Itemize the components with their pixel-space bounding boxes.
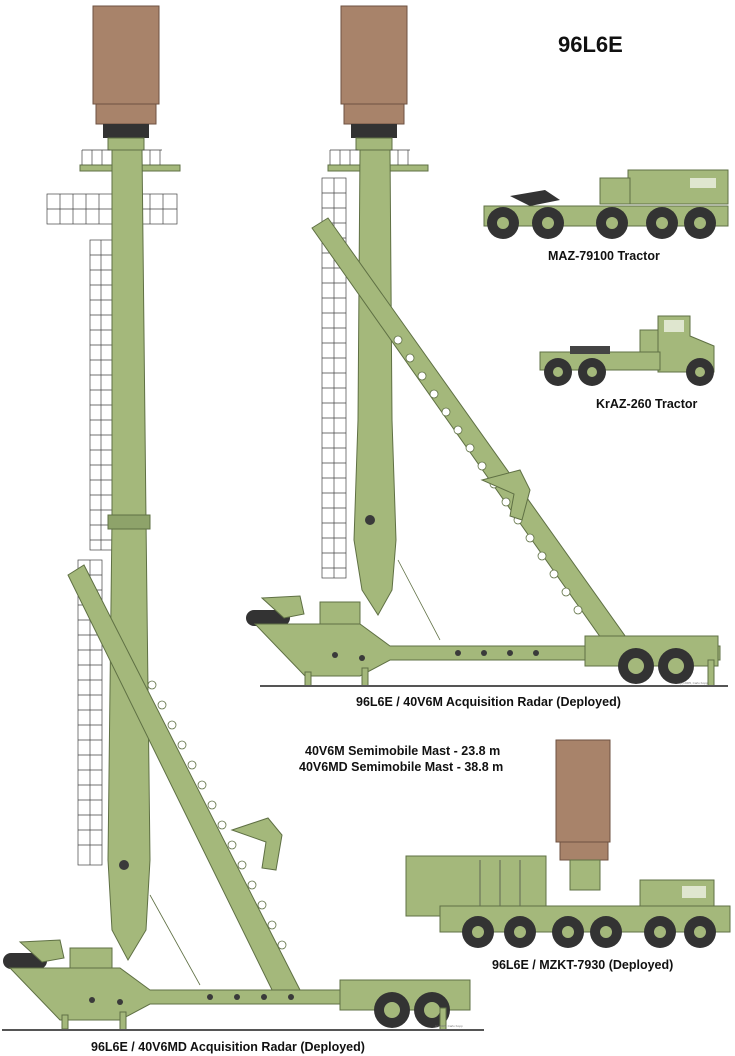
credit-note-2: (c) 2005, Carlo Kopp [680, 681, 708, 685]
caption-maz-79100: MAZ-79100 Tractor [548, 249, 660, 263]
caption-40v6md-mast: 40V6MD Semimobile Mast - 38.8 m [299, 760, 504, 774]
mzkt-7930-drawing [405, 739, 731, 948]
caption-kraz-260: KrAZ-260 Tractor [596, 397, 698, 411]
radar-40v6md-drawing [2, 5, 484, 1031]
caption-40v6m-radar: 96L6E / 40V6M Acquisition Radar (Deploye… [356, 695, 621, 709]
page-title: 96L6E [558, 32, 623, 57]
maz-79100-tractor-drawing [483, 169, 729, 239]
caption-40v6md-radar: 96L6E / 40V6MD Acquisition Radar (Deploy… [91, 1040, 365, 1054]
credit-note: (c) 2005, Carlo Kopp [435, 1024, 463, 1028]
caption-40v6m-mast: 40V6M Semimobile Mast - 23.8 m [305, 744, 501, 758]
kraz-260-tractor-drawing [539, 315, 715, 386]
caption-mzkt-7930: 96L6E / MZKT-7930 (Deployed) [492, 958, 674, 972]
radar-40v6m-drawing [246, 5, 728, 687]
